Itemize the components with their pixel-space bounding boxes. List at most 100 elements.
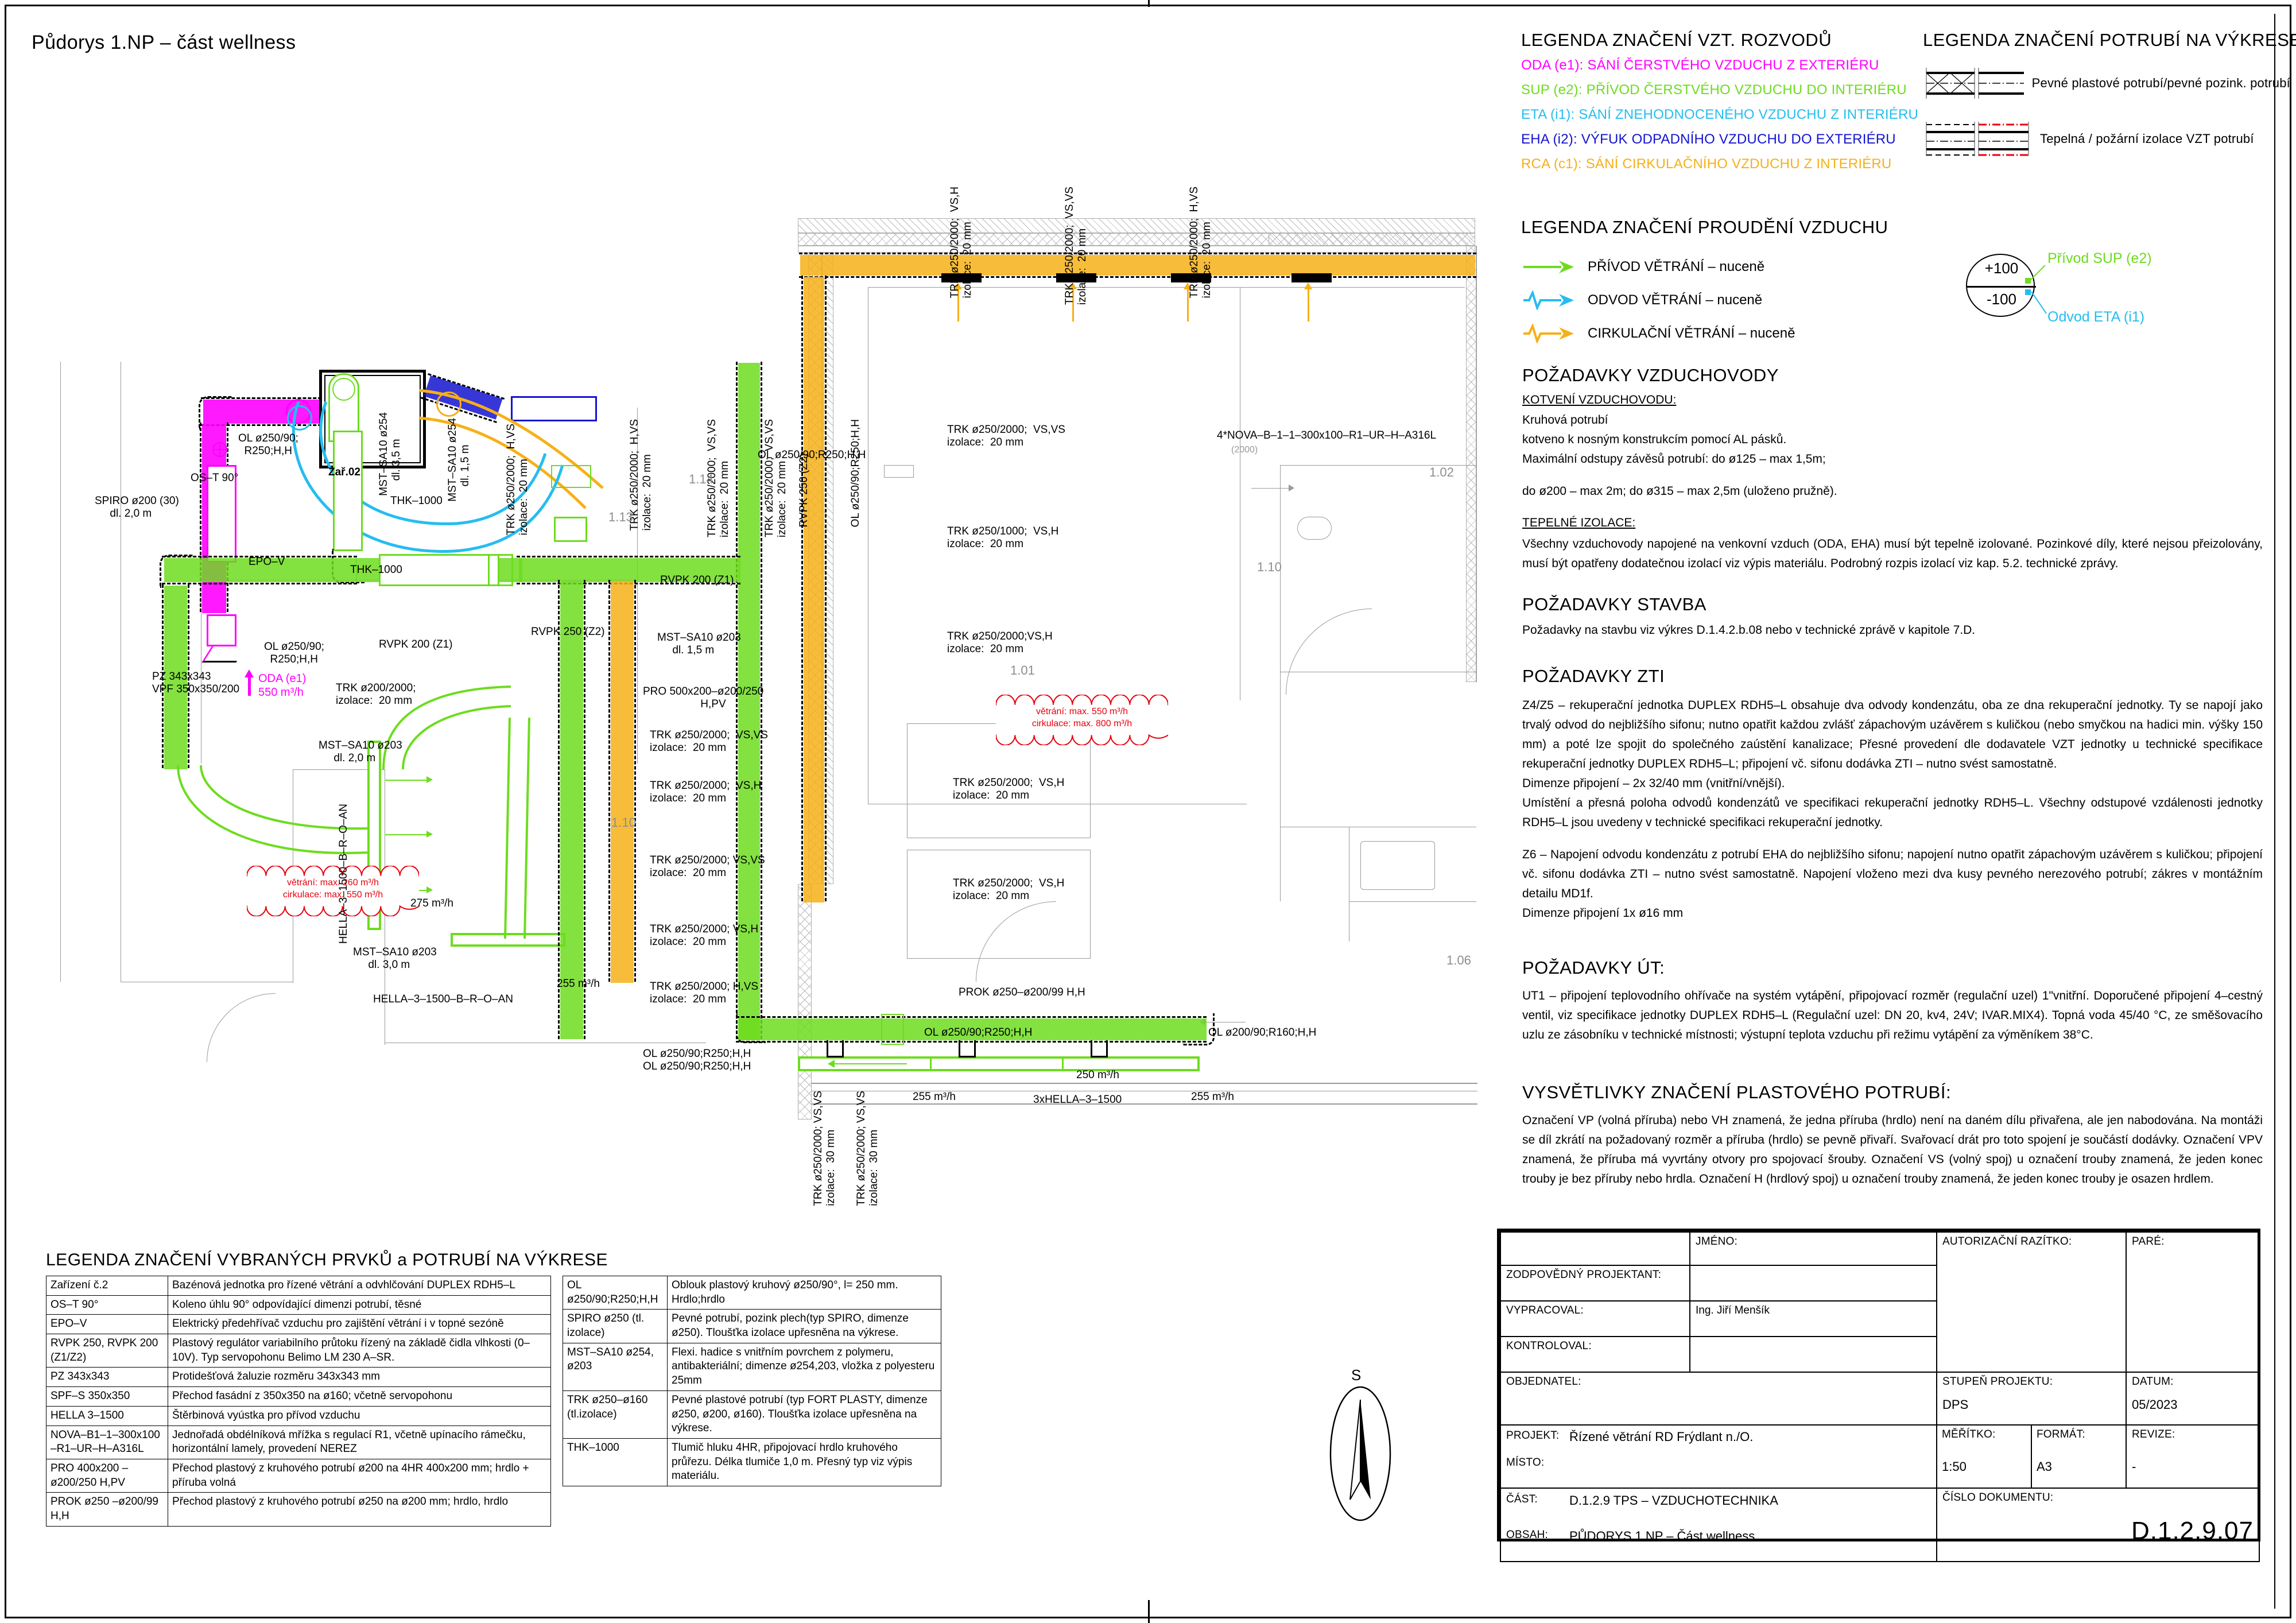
legend-vzt-item-label: SÁNÍ ČERSTVÉHO VZDUCHU Z EXTERIÉRU <box>1587 57 1879 73</box>
legend-vzt-item-code: EHA (i2): <box>1521 131 1581 147</box>
req-zti-p2: Dimenze připojení – 2x 32/40 mm (vnitřní… <box>1522 777 1785 791</box>
legend-desc-cell: Elektrický předehřívač vzduchu pro zajiš… <box>168 1314 551 1335</box>
legend-proudeni-title: LEGENDA ZNAČENÍ PROUDĚNÍ VZDUCHU <box>1521 217 1888 237</box>
tb-vypracoval-value[interactable]: Ing. Jiří Menšík <box>1689 1300 1937 1337</box>
plan-annotation: 255 m³/h <box>557 978 600 990</box>
legend-desc-cell: Plastový regulátor variabilního průtoku … <box>168 1334 551 1368</box>
req-stavba-title: POŽADAVKY STAVBA <box>1522 594 1707 614</box>
legend-code-cell: OL ø250/90;R250;H,H <box>563 1275 668 1310</box>
tb-zodpovedny-value[interactable] <box>1689 1265 1937 1302</box>
legend-vzt-item-label: PŘÍVOD ČERSTVÉHO VZDUCHU DO INTERIÉRU <box>1586 82 1907 98</box>
tb-cast-value: D.1.2.9 TPS – VZDUCHOTECHNIKA <box>1569 1493 1778 1508</box>
tb-stupen-label: STUPEŇ PROJEKTU: <box>1942 1376 2053 1388</box>
legend-vzt-item-label: VÝFUK ODPADNÍHO VZDUCHU DO EXTERIÉRU <box>1581 131 1896 147</box>
legend-flow-item: PŘÍVOD VĚTRÁNÍ – nuceně <box>1521 257 1957 277</box>
req-zti-p1: Z4/Z5 – rekuperační jednotka DUPLEX RDH5… <box>1522 699 2263 771</box>
duct-sup-branch-h <box>164 558 357 582</box>
plan-annotation: PROK ø250–ø200/99 H,H <box>959 986 1085 998</box>
wall-segment <box>1269 233 1475 246</box>
legend-code-cell: SPIRO ø250 (tl. izolace) <box>563 1309 668 1343</box>
vysvetlivky-title: VYSVĚTLIVKY ZNAČENÍ PLASTOVÉHO POTRUBÍ: <box>1522 1082 1952 1102</box>
tb-cast-cell: ČÁST: D.1.2.9 TPS – VZDUCHOTECHNIKA OBSA… <box>1500 1488 1937 1562</box>
flow-arrow-head <box>1069 282 1077 289</box>
room-number-label: 1.01 <box>1010 663 1035 677</box>
bubble-extract-label: Odvod ETA (i1) <box>2047 309 2145 325</box>
wall-segment <box>798 884 812 1120</box>
tb-zodpovedny: ZODPOVĚDNÝ PROJEKTANT: <box>1500 1265 1690 1302</box>
flow-arrow-head <box>426 886 433 893</box>
tb-kontroloval: KONTROLOVAL: <box>1500 1336 1690 1373</box>
plan-annotation: OL ø250/90; R250;H,H <box>238 432 298 457</box>
wall-segment <box>798 218 1475 233</box>
legend-vzt-item-label: SÁNÍ ZNEHODNOCENÉHO VZDUCHU Z INTERIÉRU <box>1578 107 1919 122</box>
plan-annotation: OL ø200/90;R160;H,H <box>1208 1027 1317 1039</box>
plan-annotation-vertical: TRK ø250/2000; VS,VS izolace: 30 mm <box>812 1091 837 1206</box>
req-zti-title: POŽADAVKY ZTI <box>1522 666 1665 686</box>
plan-annotation: THK–1000 <box>350 564 402 576</box>
legend-code-cell: NOVA–B1–1–300x100 –R1–UR–H–A316L <box>46 1425 168 1459</box>
req-vzduchovody-sub1: KOTVENÍ VZDUCHOVODU: <box>1522 393 1677 406</box>
plan-annotation: TRK ø250/2000; VS,H izolace: 20 mm <box>650 780 762 804</box>
room-line <box>868 287 1465 288</box>
legend-potrubi-label: Pevné plastové potrubí/pevné pozink. pot… <box>2031 76 2290 90</box>
room-number-label: 1.10 <box>1257 560 1282 574</box>
wall-segment <box>798 246 1475 253</box>
tb-kontroloval-value[interactable] <box>1689 1336 1937 1373</box>
fixture-label: (2000) <box>1231 445 1258 455</box>
rvpk-regulator-z2 <box>554 517 587 542</box>
north-arrow: S <box>1326 1366 1395 1521</box>
flow-arrow-sup <box>832 1063 907 1064</box>
legend-code-cell: HELLA 3–1500 <box>46 1405 168 1426</box>
duct-insulation <box>162 584 189 768</box>
facade-transition-vpf <box>201 646 246 663</box>
legend-potrubi-row: Tepelná / požární izolace VZT potrubí <box>1923 119 2290 158</box>
table-row: TRK ø250–ø160 (tl.izolace)Pevné plastové… <box>563 1390 941 1439</box>
plan-annotation: PRO 500x200–ø200/250 H,PV <box>643 685 764 710</box>
duct-drop <box>827 1040 844 1058</box>
plan-annotation-vertical: TRK ø250/2000; VS,H izolace: 20 mm <box>949 187 974 299</box>
legend-potrubi-label: Tepelná / požární izolace VZT potrubí <box>2040 131 2254 146</box>
req-vzduchovody-p2: kotveno k nosným konstrukcím pomocí AL p… <box>1522 433 1787 447</box>
duct-elbow-oda <box>199 396 232 429</box>
duct-drop <box>959 1040 976 1058</box>
door-swing <box>207 993 276 1062</box>
duct-rca-vert <box>804 277 824 902</box>
legend-potrubi-title: LEGENDA ZNAČENÍ POTRUBÍ NA VÝKRESE <box>1923 30 2296 50</box>
table-row: OS–T 90°Koleno úhlu 90° odpovídající dim… <box>46 1295 551 1315</box>
tb-datum-label: DATUM: <box>2132 1376 2174 1388</box>
plan-annotation: RVPK 250 (Z2) <box>531 626 605 638</box>
room-line <box>293 769 385 770</box>
legend-code-cell: EPO–V <box>46 1314 168 1335</box>
legend-prvky-block: LEGENDA ZNAČENÍ VYBRANÝCH PRVKŮ a POTRUB… <box>46 1250 941 1527</box>
duct-rca-vert2 <box>611 581 634 983</box>
duct-sup-vert2 <box>560 581 583 1039</box>
arrow-line <box>1251 488 1292 489</box>
louvre-pz <box>207 614 236 646</box>
legend-vzt-item-label: SÁNÍ CIRKULAČNÍHO VZDUCHU Z INTERIÉRU <box>1585 156 1892 172</box>
wall-line <box>1476 246 1477 682</box>
plan-title: Půdorys 1.NP – část wellness <box>32 32 296 53</box>
flow-arrow-sup <box>385 780 428 781</box>
flow-arrow-head <box>426 776 433 783</box>
bubble-divider <box>1967 286 2036 288</box>
epo-v-heater-icon <box>212 449 227 450</box>
legend-code-cell: TRK ø250–ø160 (tl.izolace) <box>563 1390 668 1439</box>
damper-icon-eta <box>287 405 312 431</box>
plan-annotation: TRK ø250/2000; VS,H izolace: 20 mm <box>650 923 759 948</box>
tb-pare: PARÉ: <box>2126 1231 2260 1373</box>
tb-format-value: A3 <box>2037 1459 2052 1474</box>
unit-fan-icon <box>332 378 355 401</box>
arrow-head <box>1289 485 1294 491</box>
plan-annotation: OL ø250/90;R250;H,H <box>924 1027 1033 1039</box>
tb-razitko: AUTORIZAČNÍ RAZÍTKO: <box>1936 1231 2127 1373</box>
